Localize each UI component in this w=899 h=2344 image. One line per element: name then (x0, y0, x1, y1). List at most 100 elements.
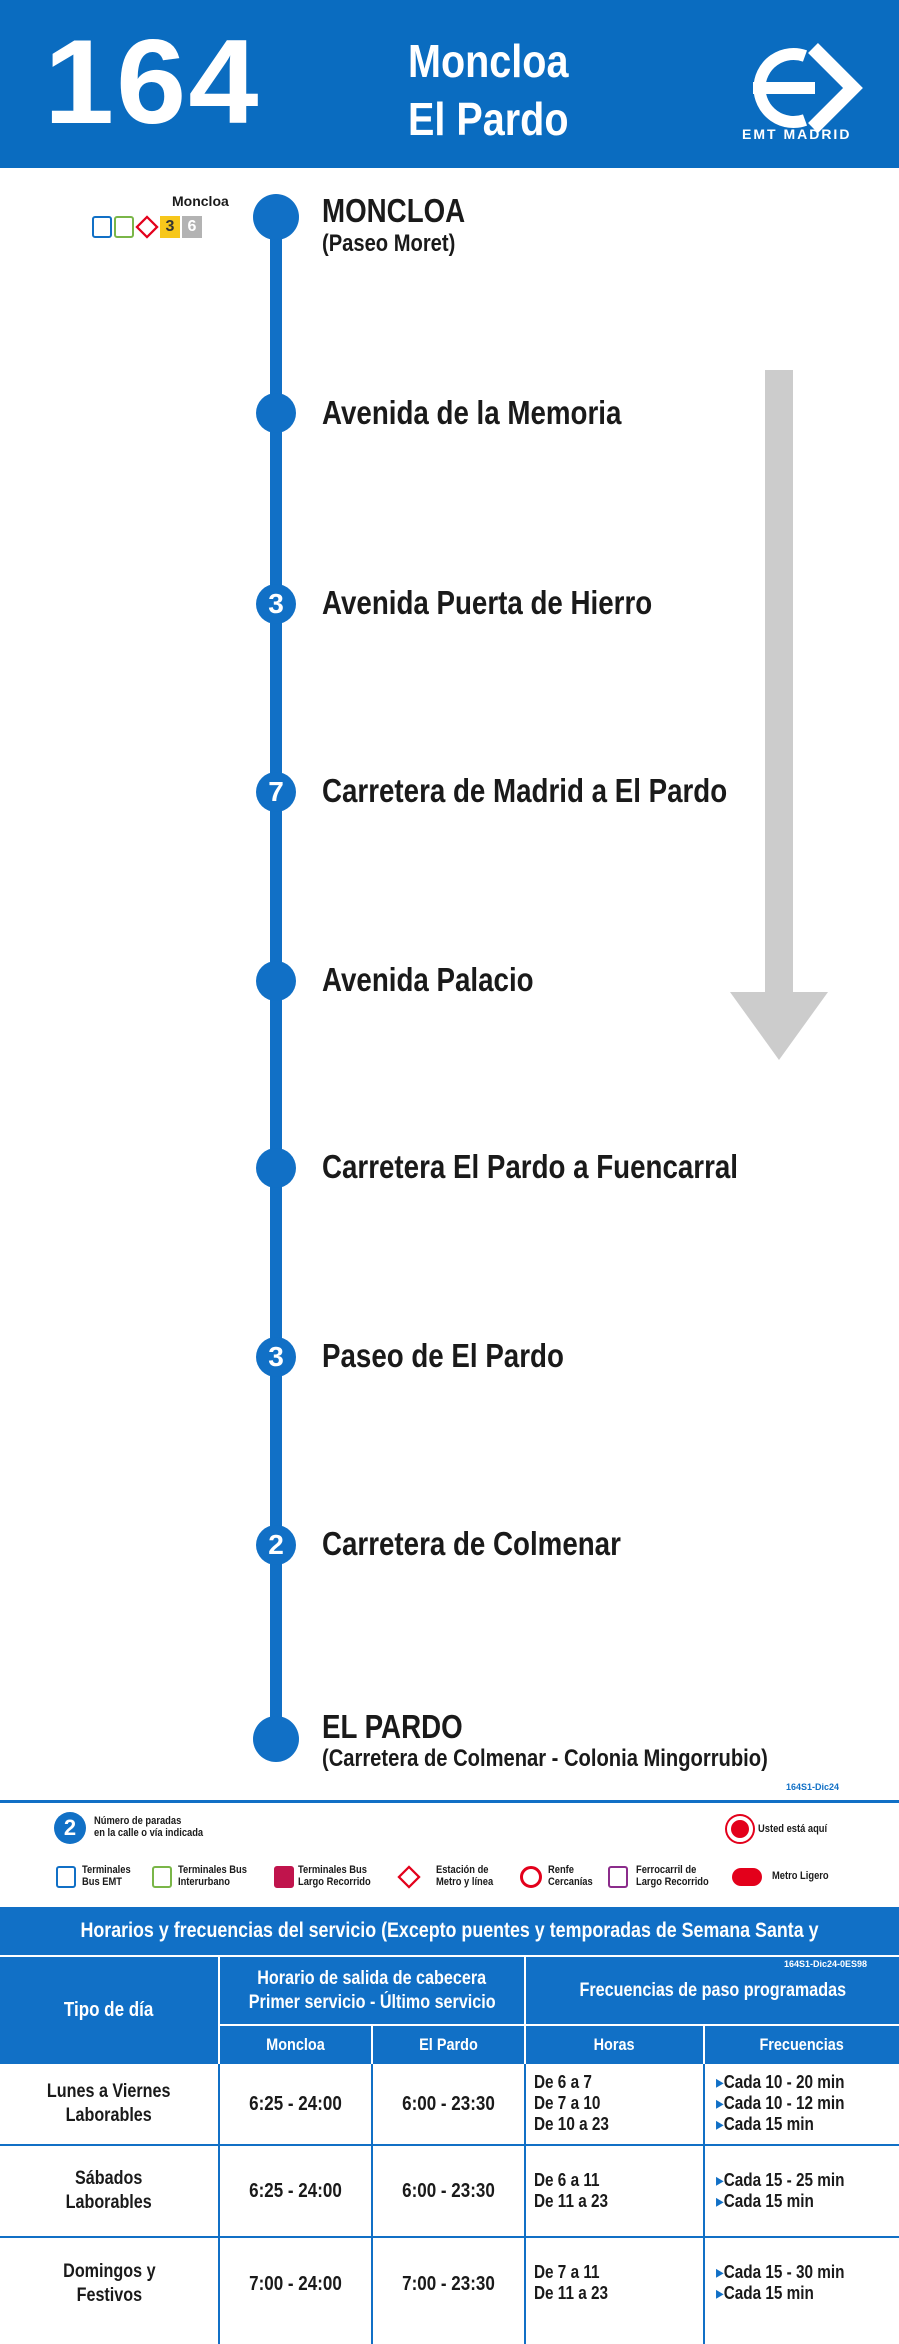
legend-l1: Estación de (436, 1864, 489, 1876)
emt-terminal-icon (56, 1866, 76, 1888)
grid-line (524, 2064, 526, 2344)
stop-dot (256, 961, 296, 1001)
table-cell-horas: De 6 a 7 De 7 a 10 De 10 a 23 (534, 2072, 622, 2135)
metro-icon (397, 1865, 421, 1889)
legend-count-line1: Número de paradas (94, 1815, 182, 1827)
freq-value: Cada 15 min (723, 2283, 814, 2303)
hora-range: De 6 a 7 (534, 2072, 592, 2092)
moncloa-time: 6:25 - 24:00 (249, 2092, 342, 2115)
triangle-icon: ▸ (716, 2262, 724, 2282)
stop-count: 3 (268, 588, 284, 619)
triangle-icon: ▸ (716, 2114, 724, 2134)
col-freq-text: Frecuencias de paso programadas (579, 1979, 846, 2001)
elpardo-time: 6:00 - 23:30 (402, 2179, 495, 2202)
metro-icon (135, 215, 159, 239)
hora-range: De 11 a 23 (534, 2191, 609, 2211)
tipo-line1: Sábados (75, 2168, 143, 2189)
legend-l2: Metro y línea (436, 1876, 494, 1888)
legend-l1: Ferrocarril de (636, 1864, 697, 1876)
table-cell-freqs: ▸Cada 15 - 25 min ▸Cada 15 min (716, 2170, 867, 2212)
stop-name: Avenida de la Memoria (322, 394, 622, 431)
metro-line-3: 3 (160, 216, 180, 238)
stop-dot-terminal (253, 194, 299, 240)
emt-logo-icon (753, 43, 863, 133)
destination-origin: Moncloa (408, 35, 569, 87)
freq-item: ▸Cada 15 min (716, 2283, 844, 2304)
stop-name: Carretera de Madrid a El Pardo (322, 772, 728, 809)
tipo-line2: Laborables (65, 2105, 153, 2126)
col-horario-line2: Primer servicio - Último servicio (248, 1991, 496, 2013)
stop-name: Paseo de El Pardo (322, 1337, 564, 1374)
table-cell-horas: De 7 a 11 De 11 a 23 (534, 2262, 621, 2304)
table-cell-elpardo: 6:00 - 23:30 (373, 2146, 524, 2236)
table-cell-moncloa: 7:00 - 24:00 (220, 2238, 371, 2330)
triangle-icon: ▸ (716, 2170, 724, 2190)
sub-horas-text: Horas (594, 2035, 635, 2055)
hora-range: De 7 a 10 (534, 2093, 601, 2113)
stop-dot-badge: 7 (256, 772, 296, 812)
stop-name: EL PARDO (322, 1708, 463, 1745)
freq-item: ▸Cada 15 - 30 min (716, 2262, 844, 2283)
route-code: 164S1-Dic24 (786, 1782, 840, 1792)
col-freq: Frecuencias de paso programadas (526, 1957, 899, 2024)
line-number: 164 (44, 15, 261, 149)
legend-l2: Cercanías (548, 1876, 593, 1888)
col-horario: Horario de salida de cabecera Primer ser… (220, 1957, 524, 2024)
hora-range: De 6 a 11 (534, 2170, 600, 2190)
sub-elpardo-text: El Pardo (419, 2035, 478, 2055)
freq-item: ▸Cada 15 - 25 min (716, 2170, 844, 2191)
legend-l1: Terminales Bus (178, 1864, 247, 1876)
triangle-icon: ▸ (716, 2093, 724, 2113)
table-cell-horas: De 6 a 11 De 11 a 23 (534, 2170, 621, 2212)
interurban-terminal-icon (114, 216, 134, 238)
sub-moncloa: Moncloa (220, 2026, 371, 2064)
grid-line (703, 2064, 705, 2344)
freq-value: Cada 15 - 30 min (723, 2262, 845, 2282)
long-distance-rail-icon (608, 1866, 628, 1888)
legend-stop-count-badge: 2 (54, 1812, 86, 1844)
table-cell-freqs: ▸Cada 15 - 30 min ▸Cada 15 min (716, 2262, 867, 2304)
legend-count-text: Número de paradas en la calle o vía indi… (94, 1815, 203, 1839)
renfe-icon (520, 1866, 542, 1888)
stop-dot (256, 1148, 296, 1188)
legend-l2: Largo Recorrido (636, 1876, 709, 1888)
grid-line (0, 2236, 899, 2238)
stop-count: 2 (268, 1529, 284, 1560)
interurban-terminal-icon (152, 1866, 172, 1888)
schedule-code: 164S1-Dic24-0ES98 (784, 1959, 868, 1969)
legend-l2: Bus EMT (82, 1876, 123, 1888)
hora-range: De 10 a 23 (534, 2114, 609, 2134)
stop-dot-badge: 3 (256, 1337, 296, 1377)
tipo-line1: Lunes a Viernes (47, 2081, 171, 2102)
freq-value: Cada 15 min (723, 2114, 814, 2134)
sub-frecuencias-text: Frecuencias (759, 2035, 845, 2055)
table-cell-moncloa: 6:25 - 24:00 (220, 2064, 371, 2144)
sub-moncloa-text: Moncloa (266, 2035, 325, 2055)
elpardo-time: 7:00 - 23:30 (402, 2272, 495, 2295)
schedule-title: Horarios y frecuencias del servicio (Exc… (0, 1907, 899, 1990)
freq-item: ▸Cada 10 - 20 min (716, 2072, 844, 2093)
table-cell-elpardo: 7:00 - 23:30 (373, 2238, 524, 2330)
freq-value: Cada 15 - 25 min (723, 2170, 845, 2190)
logo-text: EMT MADRID (742, 126, 852, 142)
header-bar: 164 Moncloa El Pardo EMT MADRID (0, 0, 899, 168)
emt-terminal-icon (92, 216, 112, 238)
stop-name: MONCLOA (322, 192, 466, 229)
col-horario-line1: Horario de salida de cabecera (257, 1967, 487, 1989)
legend-l1: Renfe (548, 1864, 574, 1876)
legend-l1: Terminales (82, 1864, 131, 1876)
sub-elpardo: El Pardo (373, 2026, 524, 2064)
freq-value: Cada 10 - 20 min (723, 2072, 845, 2092)
moncloa-time: 7:00 - 24:00 (249, 2272, 342, 2295)
legend-here-text: Usted está aquí (758, 1823, 828, 1835)
col-tipo-text: Tipo de día (64, 1999, 154, 2021)
freq-item: ▸Cada 10 - 12 min (716, 2093, 844, 2114)
metro-line-6: 6 (182, 216, 202, 238)
grid-line (218, 2064, 220, 2344)
tipo-line1: Domingos y (62, 2261, 156, 2282)
